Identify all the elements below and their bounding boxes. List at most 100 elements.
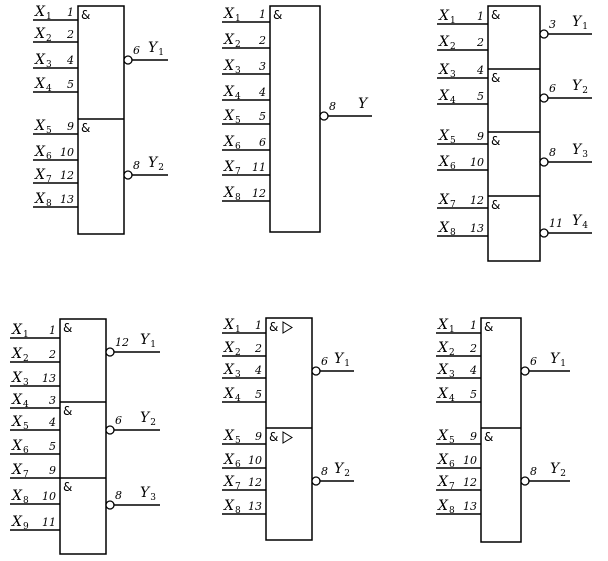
input-label-subscript: 3 — [450, 70, 456, 80]
input-label-subscript: 4 — [450, 96, 456, 106]
input-label-letter: X — [437, 428, 449, 444]
output-pin-number: 8 — [530, 465, 537, 478]
input-pin-number: 10 — [470, 156, 484, 169]
input-label-subscript: 2 — [450, 42, 456, 52]
input-pin-number: 12 — [248, 476, 262, 489]
input-label: X2 — [223, 32, 241, 50]
output-label-letter: Y — [148, 40, 159, 56]
input-label-subscript: 4 — [449, 394, 455, 404]
input-pin-number: 12 — [252, 187, 266, 200]
output-pin-number: 8 — [549, 146, 556, 159]
input-label-subscript: 7 — [235, 482, 241, 492]
output-label-subscript: 3 — [582, 150, 588, 160]
output-label-letter: Y — [572, 78, 583, 94]
input-label: X6 — [438, 154, 456, 172]
input-pin-number: 5 — [255, 388, 262, 401]
input-label-letter: X — [34, 191, 46, 207]
output-label-letter: Y — [358, 96, 369, 112]
input-label: X7 — [34, 167, 52, 185]
and-symbol: & — [491, 8, 500, 22]
input-label-letter: X — [438, 34, 450, 50]
input-label-letter: X — [438, 220, 450, 236]
input-pin-number: 2 — [476, 36, 484, 49]
input-label: X5 — [223, 108, 241, 126]
input-pin-number: 1 — [470, 319, 477, 332]
input-label-subscript: 4 — [46, 84, 52, 94]
input-pin-number: 3 — [49, 394, 56, 407]
input-label-letter: X — [438, 128, 450, 144]
input-label: X3 — [11, 370, 29, 388]
input-label: X6 — [34, 144, 52, 162]
input-label-letter: X — [437, 452, 449, 468]
input-label: X8 — [11, 488, 29, 506]
input-pin-number: 13 — [42, 372, 56, 385]
input-label: X5 — [11, 414, 29, 432]
input-label-subscript: 6 — [449, 460, 455, 470]
inversion-bubble — [123, 55, 133, 65]
input-label-letter: X — [438, 62, 450, 78]
input-pin-number: 10 — [60, 146, 74, 159]
input-pin-number: 11 — [252, 161, 266, 174]
input-label-letter: X — [223, 362, 235, 378]
input-label-subscript: 3 — [235, 370, 241, 380]
input-label-letter: X — [223, 428, 235, 444]
input-label: X8 — [437, 498, 455, 516]
input-pin-number: 1 — [67, 6, 74, 19]
inversion-bubble — [311, 366, 321, 376]
input-label-subscript: 1 — [46, 12, 52, 22]
inversion-bubble — [123, 170, 133, 180]
input-label: X8 — [34, 191, 52, 209]
input-label-subscript: 8 — [449, 506, 455, 516]
input-label: X3 — [437, 362, 455, 380]
input-label-subscript: 4 — [235, 92, 241, 102]
input-pin-number: 12 — [470, 194, 484, 207]
input-pin-number: 2 — [254, 342, 262, 355]
output-label: Y1 — [550, 351, 566, 369]
input-label-subscript: 8 — [235, 193, 241, 203]
output-label: Y1 — [140, 332, 156, 350]
input-label-letter: X — [223, 134, 235, 150]
output-label-subscript: 1 — [158, 48, 164, 58]
input-label-subscript: 5 — [450, 136, 456, 146]
inversion-bubble — [105, 500, 115, 510]
input-label: X2 — [11, 346, 29, 364]
output-label: Y4 — [572, 213, 588, 231]
and-symbol: & — [491, 71, 500, 85]
output-label-subscript: 1 — [582, 22, 588, 32]
gate-box — [59, 318, 107, 555]
input-label: X7 — [11, 462, 29, 480]
output-label-subscript: 3 — [150, 493, 156, 503]
output-label: Y2 — [140, 410, 156, 428]
input-label-subscript: 2 — [235, 348, 241, 358]
input-label-subscript: 8 — [46, 199, 52, 209]
input-label: X1 — [223, 317, 241, 335]
inversion-bubble — [539, 93, 549, 103]
input-label-letter: X — [223, 498, 235, 514]
input-label: X4 — [438, 88, 456, 106]
input-label-letter: X — [34, 26, 46, 42]
input-pin-number: 13 — [470, 222, 484, 235]
buffer-triangle-icon — [282, 431, 293, 444]
input-label-subscript: 1 — [235, 14, 241, 24]
input-pin-number: 4 — [66, 54, 74, 67]
input-label-subscript: 4 — [23, 400, 29, 410]
inversion-bubble — [105, 347, 115, 357]
buffer-triangle-icon — [282, 321, 293, 334]
input-label-subscript: 5 — [235, 116, 241, 126]
inversion-bubble — [539, 29, 549, 39]
output-label-subscript: 2 — [158, 163, 164, 173]
input-label-subscript: 4 — [235, 394, 241, 404]
input-pin-number: 6 — [259, 136, 266, 149]
input-label: X6 — [437, 452, 455, 470]
input-label-subscript: 7 — [46, 175, 52, 185]
input-pin-number: 4 — [48, 416, 56, 429]
inversion-bubble — [319, 111, 329, 121]
input-label-subscript: 8 — [235, 506, 241, 516]
input-label-letter: X — [223, 452, 235, 468]
input-label-subscript: 1 — [235, 325, 241, 335]
output-label-letter: Y — [550, 461, 561, 477]
input-label-subscript: 6 — [46, 152, 52, 162]
